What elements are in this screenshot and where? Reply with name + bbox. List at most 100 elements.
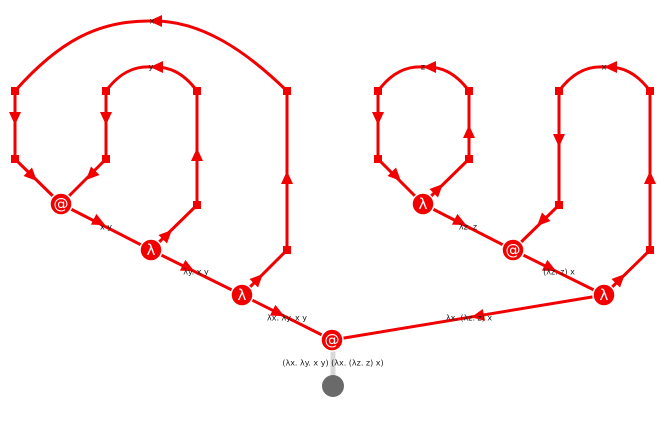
arrowhead (9, 112, 21, 125)
wire-port (555, 201, 563, 209)
wire-lam-z-to-app (422, 202, 514, 252)
lambda-node-x-left[interactable]: λ (230, 283, 254, 307)
svg-text:λ: λ (419, 195, 428, 213)
arrowhead (269, 304, 285, 317)
lambda-node-y[interactable]: λ (139, 238, 163, 262)
arrowhead (149, 15, 162, 27)
edge-label-root-term: (λx. λy. x y) (λx. (λz. z) x) (282, 359, 383, 368)
arrowhead (644, 171, 656, 184)
wire-y-loop (104, 65, 199, 252)
loop-label-x-right: x (602, 63, 607, 72)
svg-text:@: @ (54, 195, 69, 213)
arrowhead (451, 213, 467, 226)
arrowhead-shape (9, 112, 21, 125)
wire-port (11, 87, 19, 95)
arrowhead (86, 166, 100, 180)
arrowhead-shape (604, 61, 617, 73)
application-node-root[interactable]: @ (320, 328, 344, 352)
arrowhead (541, 259, 557, 272)
svg-text:λ: λ (600, 286, 609, 304)
arrowhead-shape (611, 274, 625, 288)
lambda-node-x-right[interactable]: λ (592, 283, 616, 307)
edge-label-lam-z-z-x: (λz. z) x (543, 268, 575, 277)
wire-port (283, 246, 291, 254)
wire-app-to-lam-x-right (512, 248, 605, 297)
edge-label-lam-y-x-y: λy. x y (183, 268, 209, 277)
arrowhead-shape (553, 134, 565, 147)
wire-port (283, 87, 291, 95)
arrowhead-shape (149, 15, 162, 27)
svg-text:@: @ (325, 331, 340, 349)
arrowhead-shape (249, 274, 263, 288)
wire-lam-y-to-lam-x (150, 248, 243, 297)
arrowhead-shape (281, 171, 293, 184)
arrowhead-shape (537, 212, 551, 226)
arrowhead-shape (387, 167, 401, 181)
arrowhead (179, 259, 195, 272)
arrowhead (387, 167, 401, 181)
arrowhead (429, 184, 443, 198)
edge-labels: x y z x x y λy. x y λx. λy. x y λz. z (λ… (100, 17, 607, 368)
wire-port (555, 87, 563, 95)
edge-label-lam-x-lam-y-x-y: λx. λy. x y (267, 314, 307, 323)
edge-arrowheads (9, 15, 656, 321)
edge-label-x-y: x y (100, 223, 112, 232)
wire-lam-x-to-root (241, 293, 333, 342)
wire-port (193, 201, 201, 209)
application-node-lam-z-x[interactable]: @ (501, 238, 525, 262)
graph-nodes: @ λ λ @ λ @ λ (49, 192, 616, 397)
arrowhead-shape (179, 259, 195, 272)
arrowhead-shape (471, 308, 486, 321)
arrowhead (90, 213, 106, 226)
wire-port (102, 155, 110, 163)
graph-edges (13, 19, 652, 376)
arrowhead-shape (150, 61, 163, 73)
application-node-x-y[interactable]: @ (49, 192, 73, 216)
arrowhead (423, 61, 436, 73)
arrowhead-shape (158, 230, 172, 244)
loop-label-z: z (421, 63, 425, 72)
arrowhead-shape (541, 259, 557, 272)
arrowhead-shape (644, 171, 656, 184)
arrowhead-shape (429, 184, 443, 198)
arrowhead (604, 61, 617, 73)
arrowhead-shape (451, 213, 467, 226)
svg-text:λ: λ (238, 286, 247, 304)
arrowhead (281, 171, 293, 184)
root-output-node[interactable] (322, 375, 344, 397)
wire-x-right-top (557, 65, 652, 297)
loop-label-y: y (149, 63, 154, 72)
arrowhead-shape (372, 112, 384, 125)
arrowhead (158, 230, 172, 244)
arrowhead (463, 125, 475, 138)
arrowhead (100, 112, 112, 125)
arrowhead (471, 308, 486, 321)
wire-lam-x-right-to-root (331, 293, 605, 342)
svg-text:λ: λ (147, 241, 156, 259)
arrowhead (611, 274, 625, 288)
arrowhead-shape (23, 167, 37, 181)
arrowhead-shape (90, 213, 106, 226)
arrowhead-shape (100, 112, 112, 125)
arrowhead-shape (423, 61, 436, 73)
arrowhead-shape (269, 304, 285, 317)
arrowhead (537, 212, 551, 226)
arrowhead-shape (86, 166, 100, 180)
wire-port (646, 246, 654, 254)
wire-port (465, 155, 473, 163)
arrowhead (191, 148, 203, 161)
wire-port (374, 87, 382, 95)
wire-x-right-loop (511, 91, 561, 252)
loop-label-x-outer: x (150, 17, 155, 26)
edge-label-lam-x-lam-z-z-x: λx. (λz. z) x (446, 314, 493, 323)
lambda-node-z[interactable]: λ (411, 192, 435, 216)
arrowhead (150, 61, 163, 73)
arrowhead (23, 167, 37, 181)
wire-port (193, 87, 201, 95)
wire-port (11, 155, 19, 163)
arrowhead (372, 112, 384, 125)
arrowhead-shape (463, 125, 475, 138)
wire-port (374, 155, 382, 163)
svg-text:@: @ (506, 241, 521, 259)
